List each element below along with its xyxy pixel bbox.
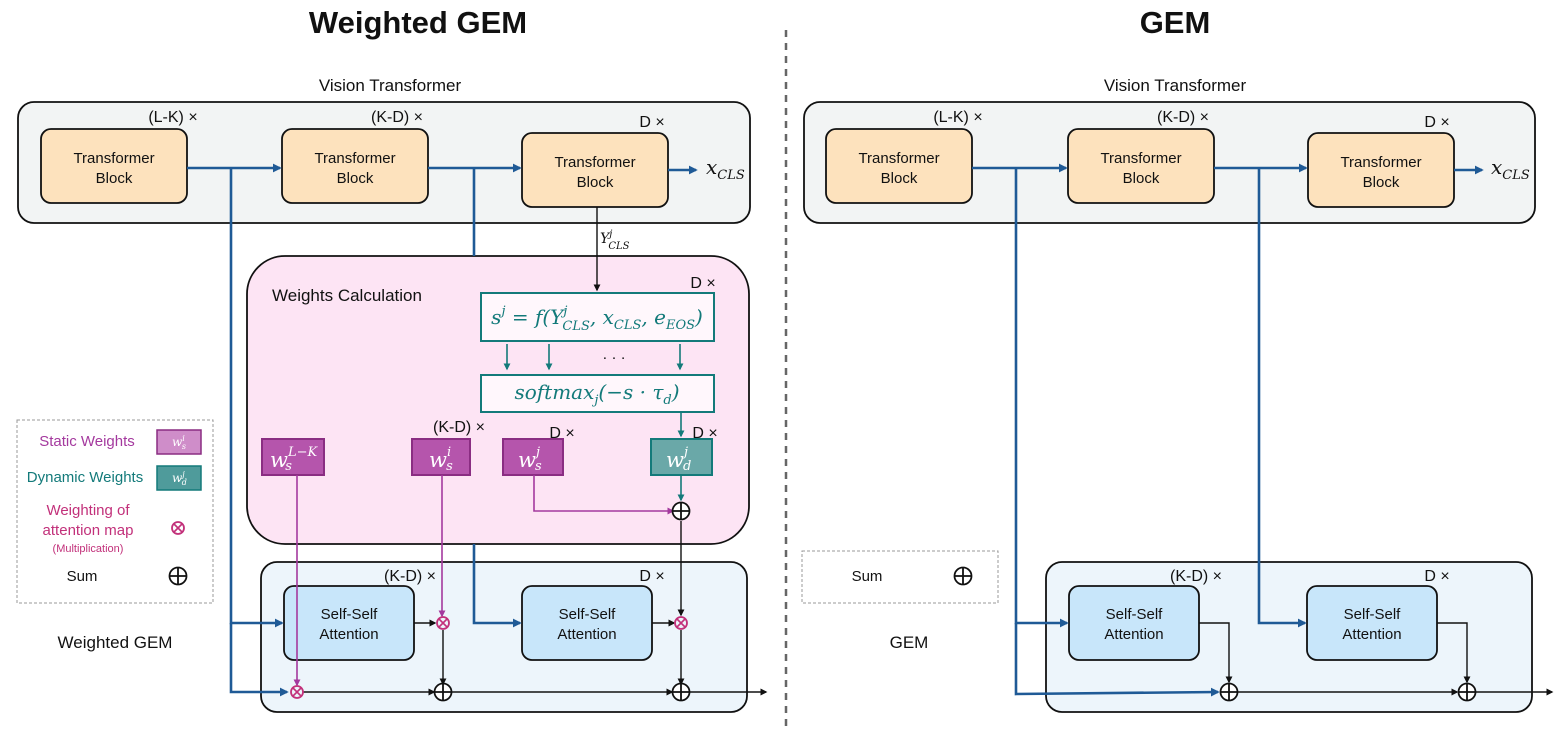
sum-op-2-right: [1457, 682, 1477, 702]
repeat-lk-left: (L-K) ×: [148, 109, 197, 126]
transformer-block-1-right: Transformer Block: [825, 128, 973, 204]
svg-text:Self-Self: Self-Self: [559, 606, 617, 623]
static-weight-i-repeat: (K-D) ×: [433, 419, 485, 436]
softmax-formula: softmaxj(−s · τd): [514, 380, 679, 408]
x-cls-output-right: xCLS: [1491, 155, 1530, 183]
aggregation-arrows-left: [303, 521, 768, 696]
sum-op-weights: [671, 501, 691, 521]
repeat-d-right: D ×: [1424, 114, 1449, 131]
multiply-op-1: [290, 685, 304, 699]
dynamic-weight-repeat: D ×: [692, 425, 717, 442]
legend-multiply-icon: [171, 521, 185, 535]
svg-text:Transformer: Transformer: [314, 150, 395, 167]
multiply-op-2: [436, 616, 450, 630]
svg-text:wjd: wjd: [172, 470, 187, 487]
ssa-repeat-d-left: D ×: [639, 568, 664, 585]
svg-text:wL−Ks: wL−Ks: [270, 445, 319, 474]
svg-text:Block: Block: [577, 174, 614, 191]
svg-text:Transformer: Transformer: [1100, 150, 1181, 167]
aggregation-arrows-right: [1199, 622, 1554, 696]
legend-dynamic-label: Dynamic Weights: [27, 469, 143, 486]
repeat-kd-left: (K-D) ×: [371, 109, 423, 126]
svg-text:wjd: wjd: [666, 445, 691, 474]
wc-internal-arrows: [503, 344, 685, 502]
legend-weighting-l3: (Multiplication): [53, 543, 124, 555]
self-self-attention-2-left: Self-Self Attention: [521, 585, 653, 661]
transformer-block-3-right: Transformer Block: [1307, 132, 1455, 208]
svg-text:Transformer: Transformer: [554, 154, 635, 171]
svg-text:Attention: Attention: [319, 626, 378, 643]
legend-weighting-l2: attention map: [43, 522, 134, 539]
static-weight-j-repeat: D ×: [549, 425, 574, 442]
svg-text:Attention: Attention: [557, 626, 616, 643]
weights-calculation-label: Weights Calculation: [272, 286, 422, 305]
repeat-d-left: D ×: [639, 114, 664, 131]
ssa-repeat-kd-right: (K-D) ×: [1170, 568, 1222, 585]
self-self-attention-1-right: Self-Self Attention: [1068, 585, 1200, 661]
ellipsis: · · ·: [602, 349, 625, 366]
svg-text:wis: wis: [172, 434, 186, 451]
legend-sum-icon: [168, 566, 188, 586]
svg-text:Attention: Attention: [1342, 626, 1401, 643]
svg-text:Self-Self: Self-Self: [321, 606, 379, 623]
svg-text:Self-Self: Self-Self: [1106, 606, 1164, 623]
svg-text:Block: Block: [881, 170, 918, 187]
svg-text:Block: Block: [1123, 170, 1160, 187]
legend-sum-label-right: Sum: [852, 568, 883, 585]
transformer-block-3-left: Transformer Block: [521, 132, 669, 208]
softmax-box: [480, 374, 715, 413]
flow-arrows-right: [972, 163, 1484, 697]
self-self-attention-2-right: Self-Self Attention: [1306, 585, 1438, 661]
svg-text:Transformer: Transformer: [858, 150, 939, 167]
svg-text:Attention: Attention: [1104, 626, 1163, 643]
legend-sum-icon-right: [953, 566, 973, 586]
svg-text:Block: Block: [337, 170, 374, 187]
ssa-repeat-kd-left: (K-D) ×: [384, 568, 436, 585]
svg-text:Block: Block: [1363, 174, 1400, 191]
transformer-block-2-right: Transformer Block: [1067, 128, 1215, 204]
self-self-attention-1-left: Self-Self Attention: [283, 585, 415, 661]
transformer-block-1-left: Transformer Block: [40, 128, 188, 204]
method-label-weighted-gem: Weighted GEM: [58, 633, 173, 652]
svg-text:Transformer: Transformer: [1340, 154, 1421, 171]
svg-text:wis: wis: [429, 445, 453, 474]
legend-static-label: Static Weights: [39, 433, 135, 450]
svg-text:Block: Block: [96, 170, 133, 187]
vit-label-left: Vision Transformer: [319, 76, 462, 95]
svg-text:wjs: wjs: [518, 445, 542, 474]
sum-op-2-left: [671, 682, 691, 702]
similarity-formula-box: [480, 292, 715, 342]
static-weight-arrows: [293, 475, 675, 687]
title-weighted-gem: Weighted GEM: [309, 5, 527, 40]
x-cls-output-left: xCLS: [706, 155, 745, 183]
ssa-repeat-d-right: D ×: [1424, 568, 1449, 585]
method-label-gem: GEM: [890, 633, 929, 652]
vit-label-right: Vision Transformer: [1104, 76, 1247, 95]
wc-repeat-d: D ×: [690, 275, 715, 292]
repeat-lk-right: (L-K) ×: [933, 109, 982, 126]
sum-op-1-right: [1219, 682, 1239, 702]
repeat-kd-right: (K-D) ×: [1157, 109, 1209, 126]
svg-text:Transformer: Transformer: [73, 150, 154, 167]
svg-text:Self-Self: Self-Self: [1344, 606, 1402, 623]
title-gem: GEM: [1140, 5, 1211, 40]
legend-sum-label: Sum: [67, 568, 98, 585]
legend-weighting-l1: Weighting of: [46, 502, 130, 519]
sum-op-1-left: [433, 682, 453, 702]
multiply-op-3: [674, 616, 688, 630]
transformer-block-2-left: Transformer Block: [281, 128, 429, 204]
flow-arrows-left: [187, 163, 698, 697]
